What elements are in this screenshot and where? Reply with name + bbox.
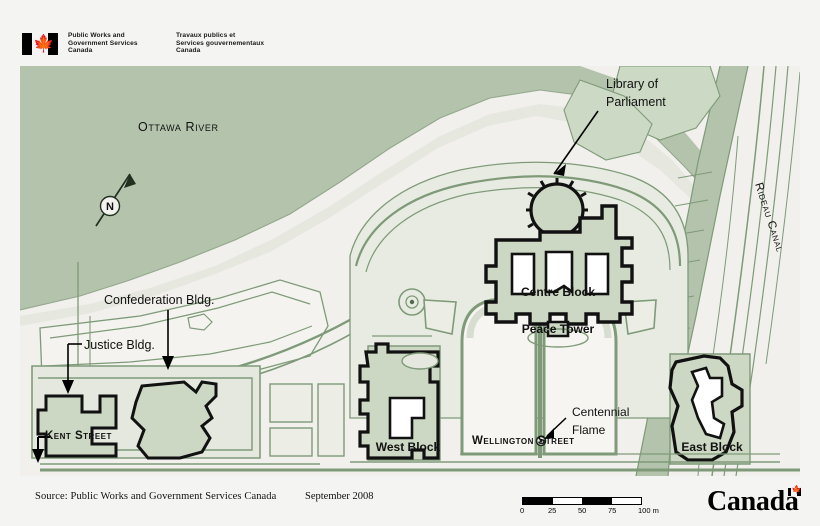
hill-driveway-inner	[365, 187, 671, 273]
library-of-parliament-callout: Library of Parliament	[553, 77, 666, 176]
west-block-annex-oval	[401, 352, 439, 370]
centre-block-courtyard-west	[510, 252, 536, 296]
centre-block-label: Centre Block	[521, 285, 595, 299]
scale-tick-75: 75	[608, 506, 617, 515]
north-arrow-icon: N	[95, 173, 136, 227]
publication-date: September 2008	[305, 491, 374, 502]
justice-bldg-callout: Justice Bldg.	[62, 338, 155, 394]
park-path-west-2	[43, 325, 313, 367]
east-block-label: East Block	[681, 440, 743, 454]
canada-wordmark-text: Canada	[707, 486, 799, 517]
wellington-street-corridor	[40, 453, 800, 472]
justice-bldg-building[interactable]	[36, 394, 118, 458]
library-callout-line1: Library of	[606, 77, 659, 91]
canada-wordmark: Canada 🍁	[707, 486, 802, 517]
scale-bar	[522, 497, 642, 505]
confederation-callout-text: Confederation Bldg.	[104, 293, 215, 307]
scale-bar-ticks: 0 25 50 75 100 m	[516, 506, 666, 518]
park-pond-west	[187, 313, 213, 331]
confederation-bldg-building[interactable]	[130, 380, 218, 460]
ottawa-river-water	[20, 66, 720, 310]
confederation-bldg-callout: Confederation Bldg.	[104, 293, 215, 370]
peace-tower-forecourt	[527, 328, 589, 348]
east-block-courtyard	[690, 366, 726, 440]
peace-tower-label: Peace Tower	[522, 322, 595, 336]
west-block-courtyard	[388, 396, 426, 440]
major-hill-park	[563, 79, 653, 161]
park-path-west-1	[49, 291, 311, 339]
parliament-hill-map[interactable]: N Ottawa River Rideau Canal Centre Block…	[20, 66, 800, 476]
svg-text:N: N	[106, 201, 114, 213]
kent-street-label: Kent Street	[45, 430, 112, 442]
department-name-english: Public Works and Government Services Can…	[68, 32, 138, 55]
west-block-label: West Block	[376, 440, 441, 454]
scale-tick-50: 50	[578, 506, 587, 515]
canada-flag-icon: 🍁	[22, 33, 58, 55]
wellington-street-label: Wellington Street	[472, 435, 575, 447]
department-name-french: Travaux publics et Services gouvernement…	[176, 32, 265, 55]
kent-street-arrow-icon	[28, 429, 88, 467]
justice-callout-text: Justice Bldg.	[84, 338, 155, 352]
walk-west-wing	[423, 299, 457, 335]
library-callout-line2: Parliament	[606, 95, 666, 109]
hill-driveway-outer	[354, 175, 682, 267]
source-credit: Source: Public Works and Government Serv…	[35, 491, 277, 502]
centennial-callout-line1: Centennial	[572, 405, 629, 419]
hill-roundabout-centre	[409, 299, 415, 305]
centennial-callout-line2: Flame	[572, 423, 606, 437]
hill-roundabout-inner	[405, 295, 419, 309]
centre-block-courtyard-east	[584, 252, 610, 296]
ottawa-river-label: Ottawa River	[138, 120, 219, 134]
scale-tick-25: 25	[548, 506, 557, 515]
canada-wordmark-flag-icon: 🍁	[787, 486, 802, 496]
centre-block-courtyard-mid	[544, 250, 574, 295]
federal-identity-program-signature: 🍁 Public Works and Government Services C…	[22, 32, 286, 55]
centennial-flame-callout: Centennial Flame	[535, 405, 629, 447]
scale-tick-0: 0	[520, 506, 525, 515]
scale-tick-100: 100 m	[638, 506, 659, 515]
south-city-blocks	[269, 383, 345, 457]
centre-lawn-west	[460, 296, 538, 456]
